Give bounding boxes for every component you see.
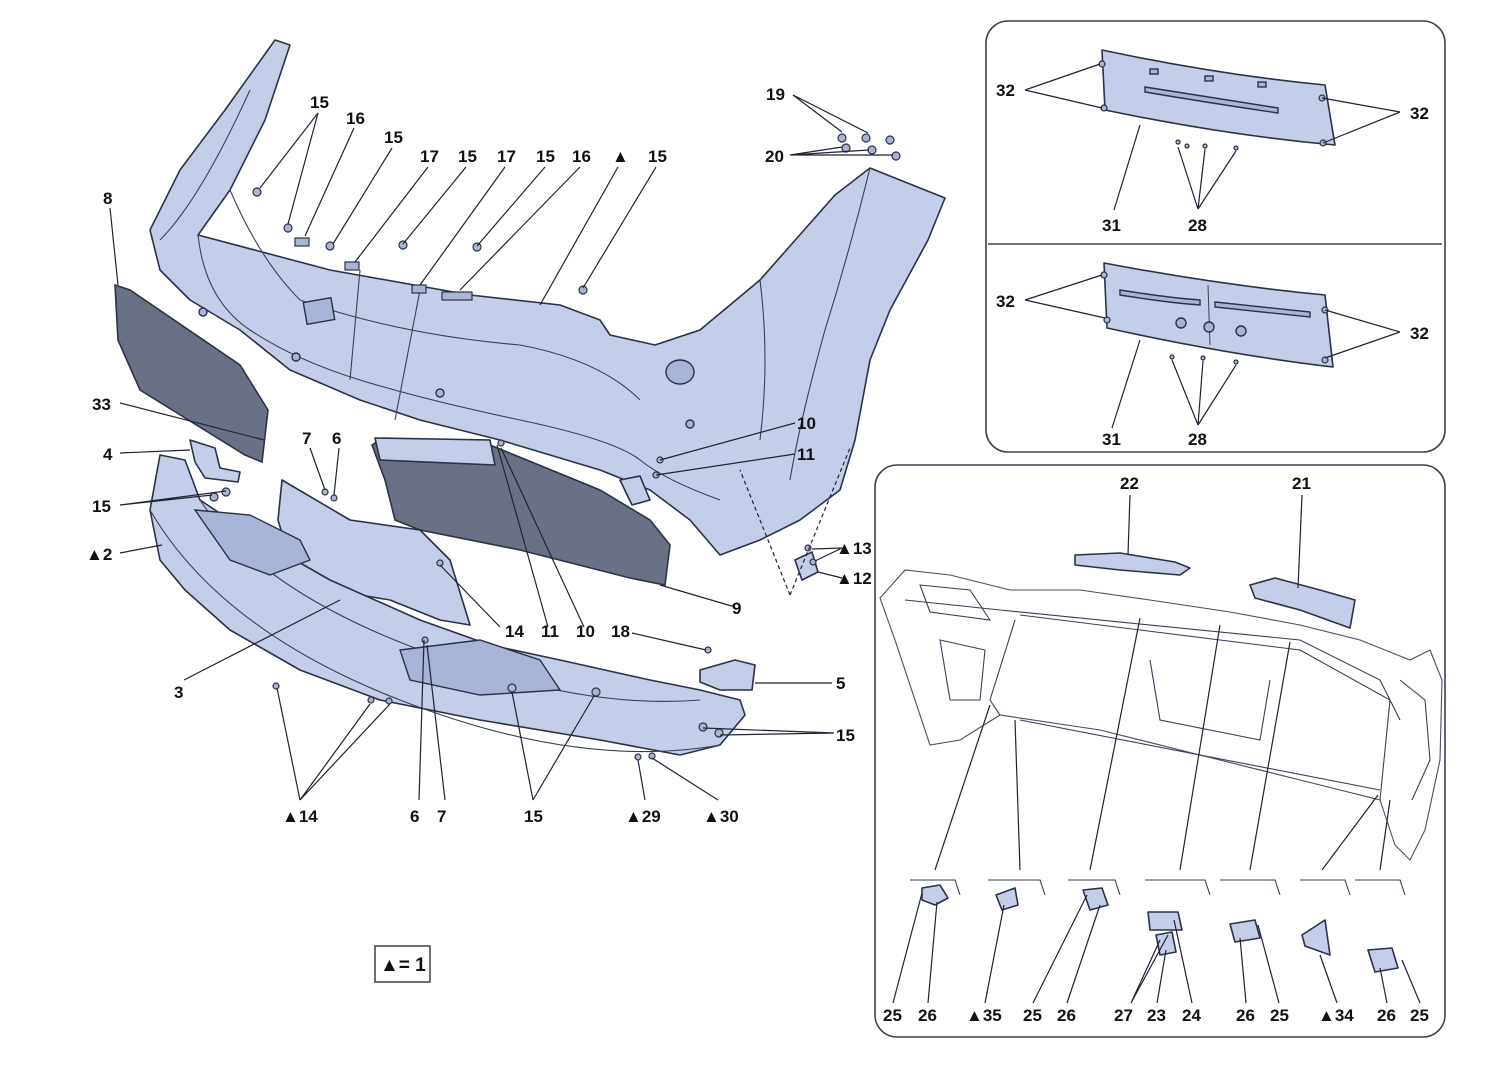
label: ▲34: [1318, 1006, 1354, 1025]
label: ▲: [612, 147, 629, 166]
sensor-cutout: [302, 296, 336, 326]
lower-spoiler: [149, 454, 746, 756]
fasteners: [209, 133, 901, 761]
side-bracket: [189, 439, 241, 483]
top-inset: 32 32 31 28 32 32 31 28: [985, 20, 1446, 453]
label: 17: [497, 147, 516, 166]
label: 11: [541, 622, 559, 641]
label: 4: [103, 445, 113, 464]
left-grille-mesh: [114, 283, 269, 464]
label: 33: [92, 395, 111, 414]
part-22: [1074, 552, 1191, 576]
label: 7: [437, 807, 446, 826]
label: 17: [420, 147, 439, 166]
label: 26: [1057, 1006, 1076, 1025]
label: ▲35: [966, 1006, 1002, 1025]
label: 15: [648, 147, 667, 166]
label: 15: [310, 93, 329, 112]
label: 8: [103, 189, 112, 208]
wireframe-bumper: [879, 569, 1443, 861]
label: 26: [918, 1006, 937, 1025]
bumper-shell: [149, 39, 946, 556]
label: 23: [1147, 1006, 1166, 1025]
label: 20: [765, 147, 784, 166]
label: 19: [766, 85, 785, 104]
label: ▲2: [86, 545, 112, 564]
label: 15: [92, 497, 111, 516]
label: 15: [836, 726, 855, 745]
label: 3: [174, 683, 183, 702]
label: ▲13: [836, 539, 872, 558]
label: 32: [996, 81, 1015, 100]
label: 25: [883, 1006, 902, 1025]
tow-hook-opening: [665, 359, 695, 385]
label: 15: [458, 147, 477, 166]
label: 5: [836, 674, 845, 693]
label: 27: [1114, 1006, 1133, 1025]
label: 32: [996, 292, 1015, 311]
legend-box: [374, 945, 431, 983]
label: 21: [1292, 474, 1311, 493]
label: 25: [1410, 1006, 1429, 1025]
label: 25: [1023, 1006, 1042, 1025]
label: 28: [1188, 430, 1207, 449]
label: 10: [797, 414, 816, 433]
label: 32: [1410, 104, 1429, 123]
label: 28: [1188, 216, 1207, 235]
label: 25: [1270, 1006, 1289, 1025]
label: 16: [346, 109, 365, 128]
label: 16: [572, 147, 591, 166]
label: 24: [1182, 1006, 1201, 1025]
label: 15: [384, 128, 403, 147]
label: 6: [410, 807, 419, 826]
bracket-5: [699, 659, 756, 691]
label: 10: [576, 622, 595, 641]
label: 9: [732, 599, 741, 618]
label: 7: [302, 429, 311, 448]
label: ▲30: [703, 807, 739, 826]
label: 31: [1102, 430, 1121, 449]
label: 14: [505, 622, 524, 641]
label: 26: [1377, 1006, 1396, 1025]
label: 32: [1410, 324, 1429, 343]
label: 18: [611, 622, 630, 641]
main-labels: 15 16 15 17 15 17 15 16 ▲ 15 19 20 8 33 …: [86, 85, 872, 826]
label: ▲12: [836, 569, 872, 588]
main-assembly: 15 16 15 17 15 17 15 16 ▲ 15 19 20 8 33 …: [86, 39, 946, 983]
label: 26: [1236, 1006, 1255, 1025]
label: ▲29: [625, 807, 661, 826]
label: 31: [1102, 216, 1121, 235]
leader-lines: [109, 94, 893, 801]
label: 22: [1120, 474, 1139, 493]
legend-text: ▲= 1: [380, 955, 426, 976]
reinforcement-plate-lower: [1103, 262, 1334, 368]
label: 15: [536, 147, 555, 166]
part-21: [1249, 577, 1356, 629]
bottom-inset: 22 21: [874, 464, 1446, 1038]
reinforcement-plate-upper: [1101, 49, 1336, 146]
label: 6: [332, 429, 341, 448]
label: 11: [797, 445, 815, 464]
label: 15: [524, 807, 543, 826]
label: ▲14: [282, 807, 318, 826]
